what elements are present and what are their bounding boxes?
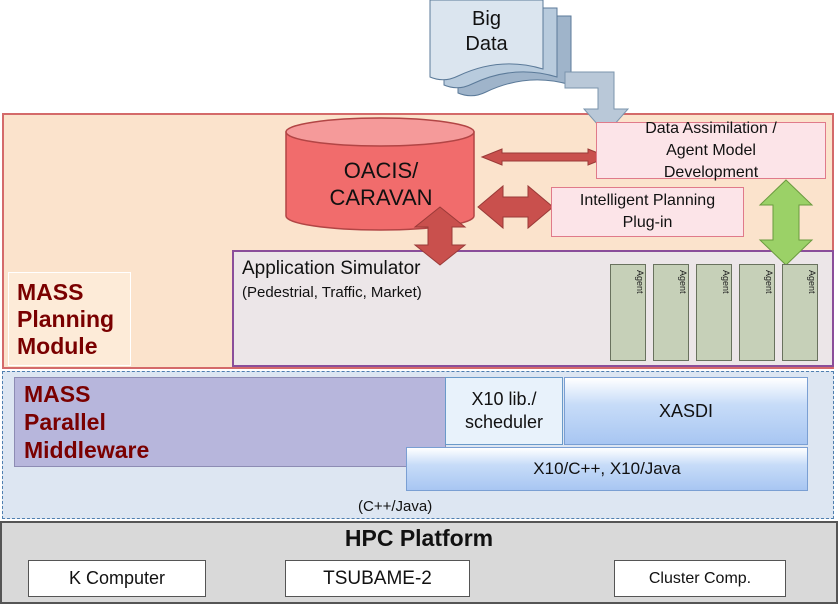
agent-box: Agent: [782, 264, 818, 361]
data-assimilation-line-1: Data Assimilation /: [645, 119, 777, 137]
big-data-line-1: Big: [472, 8, 501, 30]
middleware-line-3: Middleware: [24, 437, 150, 463]
hpc-platform-title: HPC Platform: [344, 525, 494, 551]
application-simulator-title: Application Simulator: [242, 258, 421, 279]
agent-box: Agent: [739, 264, 775, 361]
agent-box: Agent: [696, 264, 732, 361]
middleware-label: MASS Parallel Middleware: [14, 377, 446, 467]
intelligent-planning-box: Intelligent Planning Plug-in: [551, 187, 744, 237]
intelligent-planning-line-2: Plug-in: [622, 214, 673, 231]
oacis-label: OACIS/ CARAVAN: [290, 150, 472, 218]
hpc-system-tsubame: TSUBAME-2: [285, 560, 470, 597]
data-assimilation-line-2: Agent Model: [666, 141, 756, 159]
planning-label-line-3: Module: [17, 333, 98, 359]
application-simulator-box: [232, 250, 834, 367]
big-data-line-2: Data: [465, 33, 508, 55]
planning-label-line-1: MASS: [17, 279, 84, 305]
hpc-system-cluster: Cluster Comp.: [614, 560, 786, 597]
x10-lib-line-2: scheduler: [464, 412, 544, 432]
application-simulator-subtitle: (Pedestrial, Traffic, Market): [242, 284, 422, 301]
language-note: (C++/Java): [358, 498, 433, 515]
planning-label-line-2: Planning: [17, 306, 115, 332]
agent-box: Agent: [653, 264, 689, 361]
xasdi-box: XASDI: [564, 377, 808, 445]
oacis-line-1: OACIS/: [343, 158, 419, 183]
x10-lib-line-1: X10 lib./: [471, 389, 537, 409]
x10-lib-scheduler-box: X10 lib./ scheduler: [445, 377, 563, 445]
middleware-line-2: Parallel: [24, 409, 106, 435]
intelligent-planning-line-1: Intelligent Planning: [579, 192, 716, 209]
x10-languages-box: X10/C++, X10/Java: [406, 447, 808, 491]
data-assimilation-line-3: Development: [663, 163, 759, 181]
agent-box: Agent: [610, 264, 646, 361]
oacis-line-2: CARAVAN: [329, 185, 433, 210]
data-assimilation-box: Data Assimilation / Agent Model Developm…: [596, 120, 826, 181]
hpc-system-k-computer: K Computer: [28, 560, 206, 597]
middleware-line-1: MASS: [24, 381, 91, 407]
big-data-label: Big Data: [430, 6, 543, 58]
planning-module-label: MASS Planning Module: [8, 272, 131, 366]
